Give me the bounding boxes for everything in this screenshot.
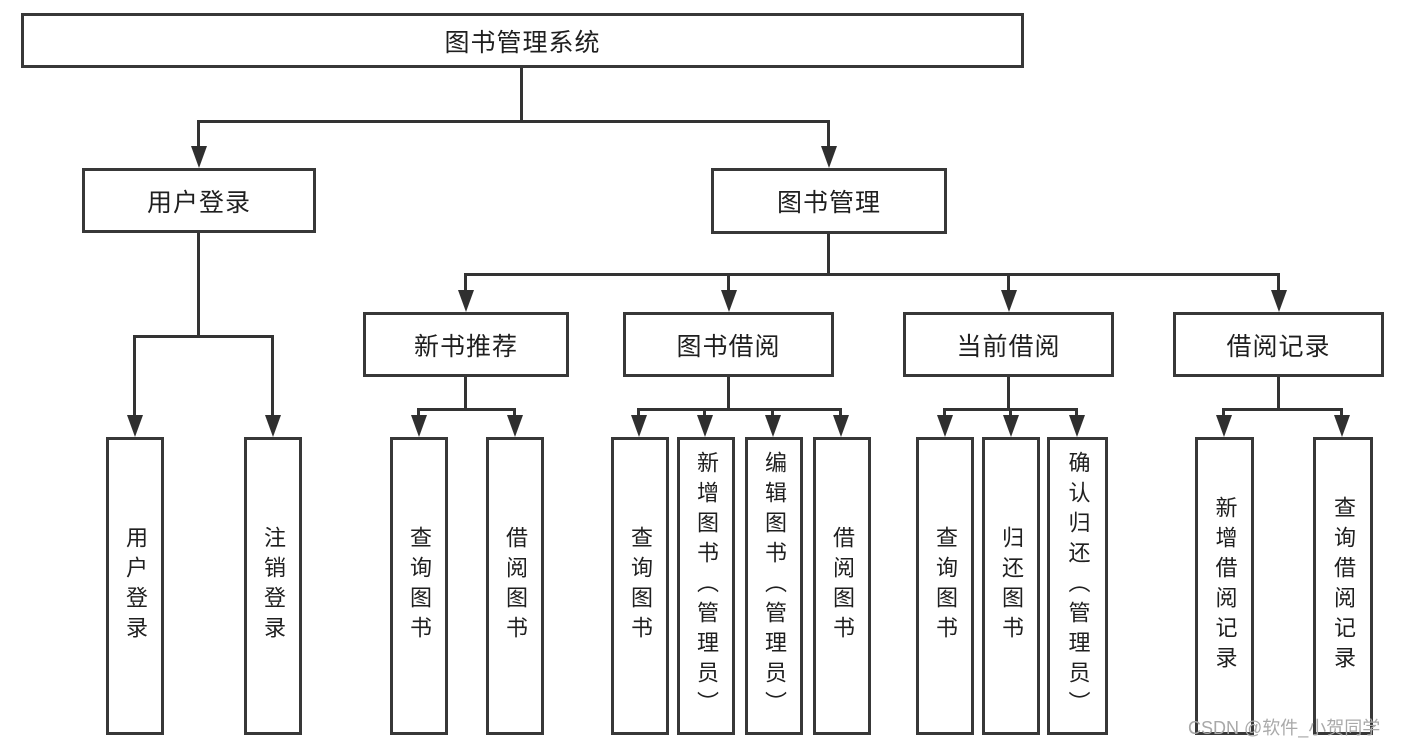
node-label: 确认归还（管理员） [1065,451,1091,721]
node-label: 归还图书 [999,526,1024,646]
connector-root-stem [520,68,523,122]
node-label: 查询图书 [628,526,653,646]
node-user-login-branch: 用户登录 [82,168,316,233]
leaf-add-book-admin: 新增图书（管理员） [677,437,735,735]
node-library-management-system: 图书管理系统 [21,13,1024,68]
arrow-down-icon [190,120,207,168]
node-label: 借阅图书 [503,526,528,646]
node-current-borrow: 当前借阅 [903,312,1114,377]
leaf-logout: 注销登录 [244,437,302,735]
leaf-borrow-book-recommend: 借阅图书 [486,437,544,735]
node-label: 图书管理 [776,189,881,217]
node-label: 图书借阅 [676,332,781,361]
connector-user-login-stem [197,233,200,337]
connector-new-book-stem [464,377,467,411]
node-label: 新增借阅记录 [1212,496,1238,676]
node-book-borrow: 图书借阅 [623,312,834,377]
leaf-borrow-book: 借阅图书 [813,437,871,735]
node-label: 查询图书 [407,526,432,646]
arrow-down-icon [126,335,143,437]
leaf-user-login: 用户登录 [106,437,164,735]
arrow-down-icon [1270,273,1287,312]
connector-book-borrow-crossbar [637,408,842,411]
csdn-watermark: CSDN @软件_小贺同学 [1188,718,1381,738]
connector-borrow-record-stem [1277,377,1280,411]
arrow-down-icon [936,408,953,437]
leaf-confirm-return-admin: 确认归还（管理员） [1047,437,1108,735]
connector-book-management-stem [827,234,830,275]
node-label: 注销登录 [261,526,286,646]
leaf-return-book: 归还图书 [982,437,1040,735]
connector-root-crossbar [197,120,830,123]
node-label: 当前借阅 [956,332,1061,361]
connector-book-borrow-stem [727,377,730,411]
node-new-book-recommend: 新书推荐 [363,312,569,377]
node-label: 用户登录 [146,188,251,217]
arrow-down-icon [410,408,427,437]
arrow-down-icon [630,408,647,437]
node-label: 借阅图书 [830,526,855,646]
leaf-query-book-borrow: 查询图书 [611,437,669,735]
arrow-down-icon [506,408,523,437]
node-label: 查询图书 [933,526,958,646]
arrow-down-icon [820,120,837,168]
leaf-query-book-current: 查询图书 [916,437,974,735]
arrow-down-icon [1068,408,1085,437]
node-label: 编辑图书（管理员） [762,451,787,721]
arrow-down-icon [1000,273,1017,312]
node-label: 借阅记录 [1226,332,1331,361]
node-borrow-record: 借阅记录 [1173,312,1384,377]
connector-current-borrow-stem [1007,377,1010,411]
arrow-down-icon [832,408,849,437]
arrow-down-icon [264,335,281,437]
arrow-down-icon [1002,408,1019,437]
node-book-management: 图书管理 [711,168,947,234]
arrow-down-icon [1215,408,1232,437]
leaf-query-book-recommend: 查询图书 [390,437,448,735]
leaf-add-borrow-record: 新增借阅记录 [1195,437,1254,735]
arrow-down-icon [1333,408,1350,437]
arrow-down-icon [696,408,713,437]
connector-borrow-record-crossbar [1222,408,1343,411]
node-label: 查询借阅记录 [1331,496,1356,676]
node-label: 新书推荐 [413,332,518,361]
arrow-down-icon [457,273,474,312]
connector-user-login-crossbar [133,335,274,338]
leaf-query-borrow-record: 查询借阅记录 [1313,437,1373,735]
arrow-down-icon [720,273,737,312]
node-label: 用户登录 [123,526,148,646]
leaf-edit-book-admin: 编辑图书（管理员） [745,437,803,735]
node-label: 图书管理系统 [444,28,601,57]
node-label: 新增图书（管理员） [694,451,719,721]
connector-book-management-crossbar [464,273,1280,276]
arrow-down-icon [764,408,781,437]
connector-new-book-crossbar [417,408,516,411]
